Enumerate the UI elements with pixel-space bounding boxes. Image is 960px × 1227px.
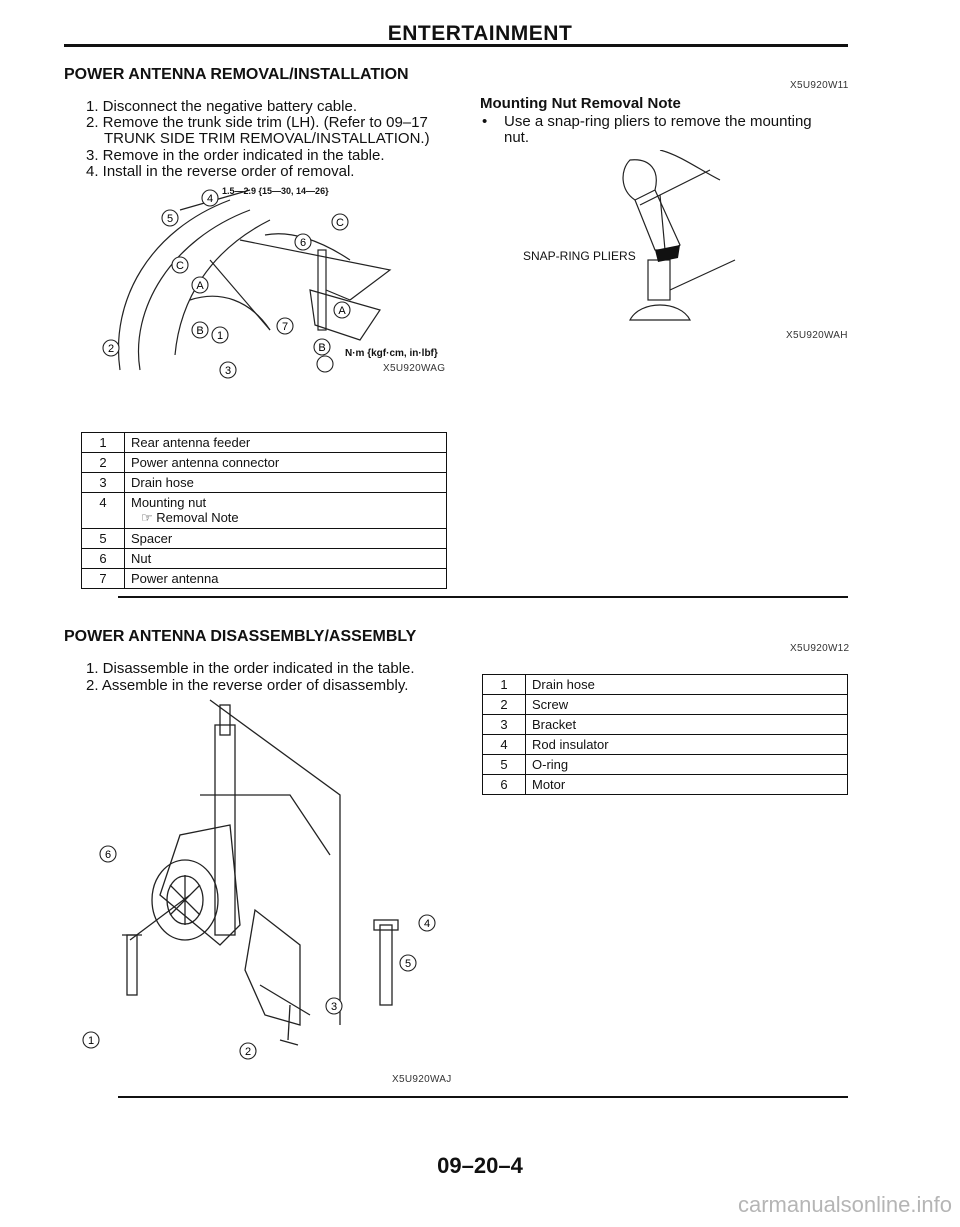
removal-step-3: 3. Remove in the order indicated in the …	[86, 147, 385, 164]
callout-c-top: C	[336, 217, 344, 229]
callout-2: 2	[245, 1046, 251, 1058]
row-item: Motor	[525, 774, 848, 795]
snap-ring-pliers-label: SNAP-RING PLIERS	[523, 249, 636, 263]
callout-b-right: B	[318, 342, 325, 354]
row-item: Power antenna	[124, 568, 447, 589]
row-item: Mounting nut	[131, 495, 207, 510]
callout-3: 3	[225, 365, 231, 377]
removal-step-2: 2. Remove the trunk side trim (LH). (Ref…	[86, 114, 428, 131]
torque-unit-label: N·m {kgf·cm, in·lbf}	[345, 348, 438, 359]
figure-code-removal: X5U920WAG	[383, 363, 446, 374]
bottom-rule	[118, 1096, 848, 1098]
row-number: 3	[482, 714, 526, 735]
callout-4: 4	[207, 193, 213, 205]
callout-6: 6	[105, 849, 111, 861]
row-number: 4	[81, 492, 125, 529]
row-number: 7	[81, 568, 125, 589]
callout-b-left: B	[196, 325, 203, 337]
page-number: 09–20–4	[437, 1153, 523, 1178]
row-item-with-note: Mounting nut☞ Removal Note	[124, 492, 447, 529]
pointing-hand-icon: ☞	[141, 510, 153, 525]
row-item: Rear antenna feeder	[124, 432, 447, 453]
row-number: 5	[81, 528, 125, 549]
watermark: carmanualsonline.info	[737, 1192, 952, 1217]
removal-illustration: 5 4 6 C C A A B 2 3 1 7 B	[102, 189, 392, 379]
removal-step-2-cont: TRUNK SIDE TRIM REMOVAL/INSTALLATION.)	[104, 130, 430, 147]
section-title-disassembly: POWER ANTENNA DISASSEMBLY/ASSEMBLY	[64, 628, 417, 645]
row-item: Spacer	[124, 528, 447, 549]
row-item: Drain hose	[124, 472, 447, 493]
figure-code-disassembly: X5U920WAJ	[392, 1074, 452, 1085]
figure-code-note: X5U920WAH	[786, 330, 848, 341]
callout-5: 5	[405, 958, 411, 970]
row-item: Rod insulator	[525, 734, 848, 755]
callout-2: 2	[108, 343, 114, 355]
snap-ring-pliers-illustration	[622, 150, 736, 321]
callout-6: 6	[300, 237, 306, 249]
row-item: Power antenna connector	[124, 452, 447, 473]
removal-step-4: 4. Install in the reverse order of remov…	[86, 163, 355, 180]
row-number: 2	[81, 452, 125, 473]
row-number: 2	[482, 694, 526, 715]
callout-4: 4	[424, 918, 430, 930]
callout-5: 5	[167, 213, 173, 225]
row-item: Drain hose	[525, 674, 848, 695]
torque-spec: 1.5—2.9 {15—30, 14—26}	[222, 186, 329, 196]
row-item: Nut	[124, 548, 447, 569]
row-item: Screw	[525, 694, 848, 715]
row-number: 6	[482, 774, 526, 795]
callout-3: 3	[331, 1001, 337, 1013]
row-number: 5	[482, 754, 526, 775]
callout-7: 7	[282, 321, 288, 333]
callout-a-right: A	[338, 305, 346, 317]
header-rule	[64, 44, 848, 47]
row-item: O-ring	[525, 754, 848, 775]
note-line-1: Use a snap-ring pliers to remove the mou…	[504, 113, 812, 130]
row-number: 6	[81, 548, 125, 569]
callout-1: 1	[217, 330, 223, 342]
removal-note-link[interactable]: ☞ Removal Note	[131, 510, 440, 526]
section-code-disassembly: X5U920W12	[790, 643, 850, 654]
row-item: Bracket	[525, 714, 848, 735]
disassembly-step-1: 1. Disassemble in the order indicated in…	[86, 660, 415, 677]
removal-step-1: 1. Disconnect the negative battery cable…	[86, 98, 357, 115]
callout-a-left: A	[196, 280, 204, 292]
callout-c-left: C	[176, 260, 184, 272]
section-title-removal: POWER ANTENNA REMOVAL/INSTALLATION	[64, 66, 409, 83]
section-divider	[118, 596, 848, 598]
row-number: 1	[81, 432, 125, 453]
callout-1: 1	[88, 1035, 94, 1047]
note-line-2: nut.	[504, 129, 530, 146]
antenna-disassembly-illustration: 6 4 5 3 1 2	[82, 699, 436, 1060]
disassembly-step-2: 2. Assemble in the reverse order of disa…	[86, 677, 409, 694]
row-number: 4	[482, 734, 526, 755]
row-number: 1	[482, 674, 526, 695]
note-bullet: •	[482, 113, 488, 130]
removal-note-label: Removal Note	[156, 510, 239, 525]
note-title: Mounting Nut Removal Note	[480, 95, 681, 112]
page-header-title: ENTERTAINMENT	[387, 22, 573, 45]
section-code-removal: X5U920W11	[790, 80, 849, 91]
row-number: 3	[81, 472, 125, 493]
